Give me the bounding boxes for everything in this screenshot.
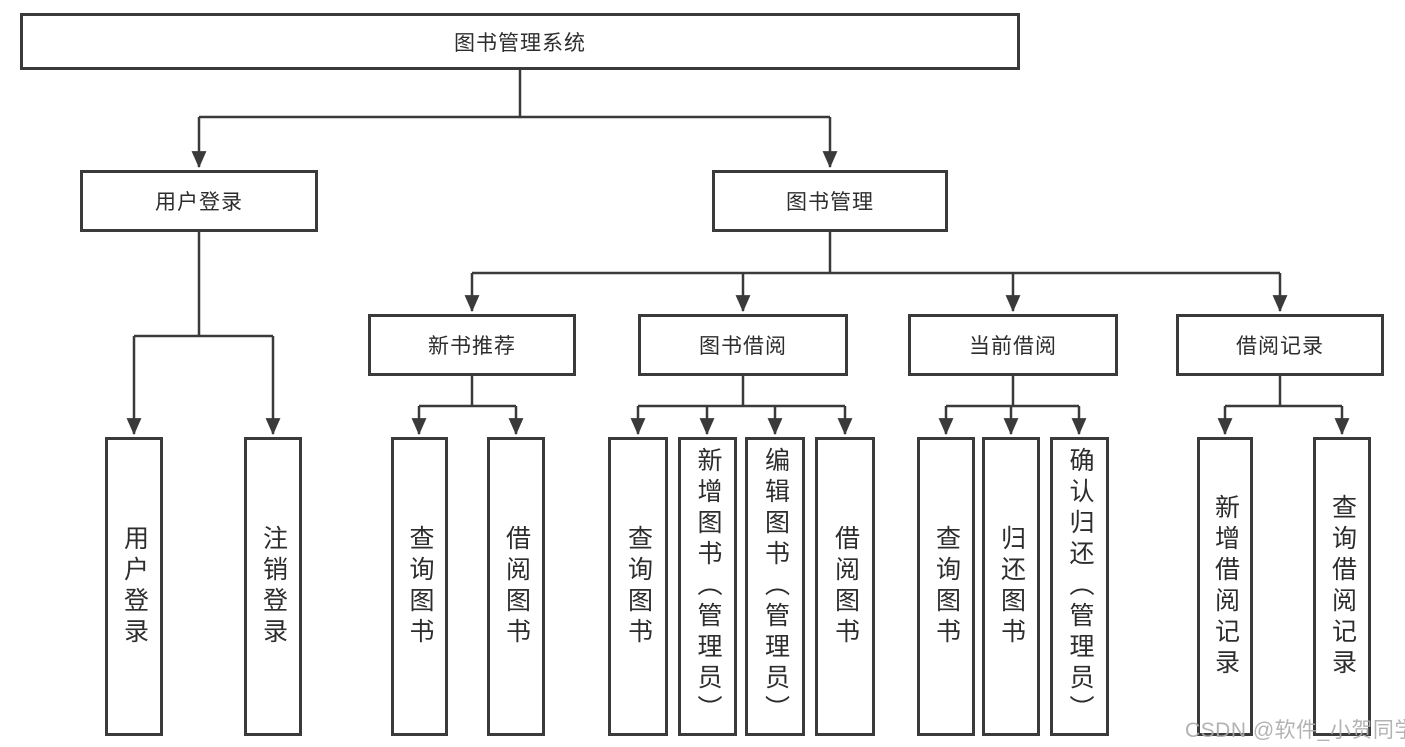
node-label: 新增图书（管理员）: [694, 447, 722, 726]
node-label: 归还图书: [997, 524, 1026, 649]
node-label: 借阅图书: [502, 524, 531, 649]
leaf-edit-books-admin: 编辑图书（管理员）: [745, 437, 805, 736]
node-label: 编辑图书（管理员）: [761, 447, 790, 726]
node-book-borrow: 图书借阅: [638, 314, 848, 376]
leaf-query-books-borrow: 查询图书: [608, 437, 668, 736]
leaf-user-login: 用户登录: [105, 437, 163, 736]
node-label: 图书借阅: [699, 335, 787, 358]
node-label: 图书管理: [786, 191, 874, 214]
node-borrow-records: 借阅记录: [1176, 314, 1384, 376]
node-label: 查询图书: [624, 524, 653, 649]
leaf-query-books-current: 查询图书: [917, 437, 975, 736]
node-user-login: 用户登录: [80, 170, 318, 232]
node-label: 新书推荐: [428, 335, 516, 358]
leaf-borrow-books: 借阅图书: [815, 437, 875, 736]
node-root: 图书管理系统: [20, 13, 1020, 70]
leaf-query-borrow-record: 查询借阅记录: [1313, 437, 1371, 736]
leaf-query-books-recommend: 查询图书: [391, 437, 448, 736]
node-current-borrow: 当前借阅: [908, 314, 1118, 376]
node-label: 当前借阅: [969, 335, 1057, 358]
node-label: 查询图书: [406, 524, 434, 649]
node-label: 借阅记录: [1236, 335, 1324, 358]
node-label: 查询图书: [932, 524, 961, 649]
node-book-management: 图书管理: [712, 170, 948, 232]
leaf-confirm-return-admin: 确认归还（管理员）: [1050, 437, 1109, 736]
leaf-add-books-admin: 新增图书（管理员）: [678, 437, 737, 736]
leaf-borrow-books-recommend: 借阅图书: [487, 437, 545, 736]
node-label: 注销登录: [259, 524, 288, 649]
node-label: 查询借阅记录: [1328, 493, 1357, 680]
node-label: 图书管理系统: [454, 31, 586, 55]
node-label: 用户登录: [120, 524, 149, 649]
leaf-logout: 注销登录: [244, 437, 302, 736]
leaf-add-borrow-record: 新增借阅记录: [1197, 437, 1253, 736]
node-new-book-recommend: 新书推荐: [368, 314, 576, 376]
node-label: 用户登录: [155, 191, 243, 214]
node-label: 借阅图书: [831, 524, 860, 649]
csdn-watermark: CSDN @软件_小贺同学: [1185, 719, 1405, 742]
node-label: 新增借阅记录: [1211, 493, 1240, 680]
leaf-return-books: 归还图书: [982, 437, 1040, 736]
node-label: 确认归还（管理员）: [1066, 447, 1094, 726]
